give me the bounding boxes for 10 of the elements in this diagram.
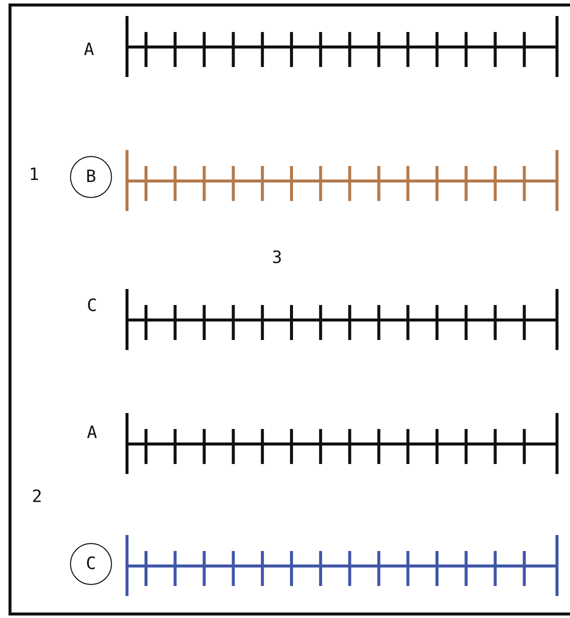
- callout-number: 2: [32, 487, 42, 507]
- circled-label: [70, 156, 112, 198]
- ruler-label: C: [86, 296, 98, 316]
- label-text: B: [86, 167, 96, 187]
- callout-number: 1: [28, 165, 40, 185]
- callout-number: 3: [272, 248, 282, 268]
- circled-label: [70, 543, 112, 585]
- ruler-label: A: [86, 423, 98, 443]
- ruler-label: A: [84, 40, 94, 60]
- label-text: C: [86, 554, 96, 574]
